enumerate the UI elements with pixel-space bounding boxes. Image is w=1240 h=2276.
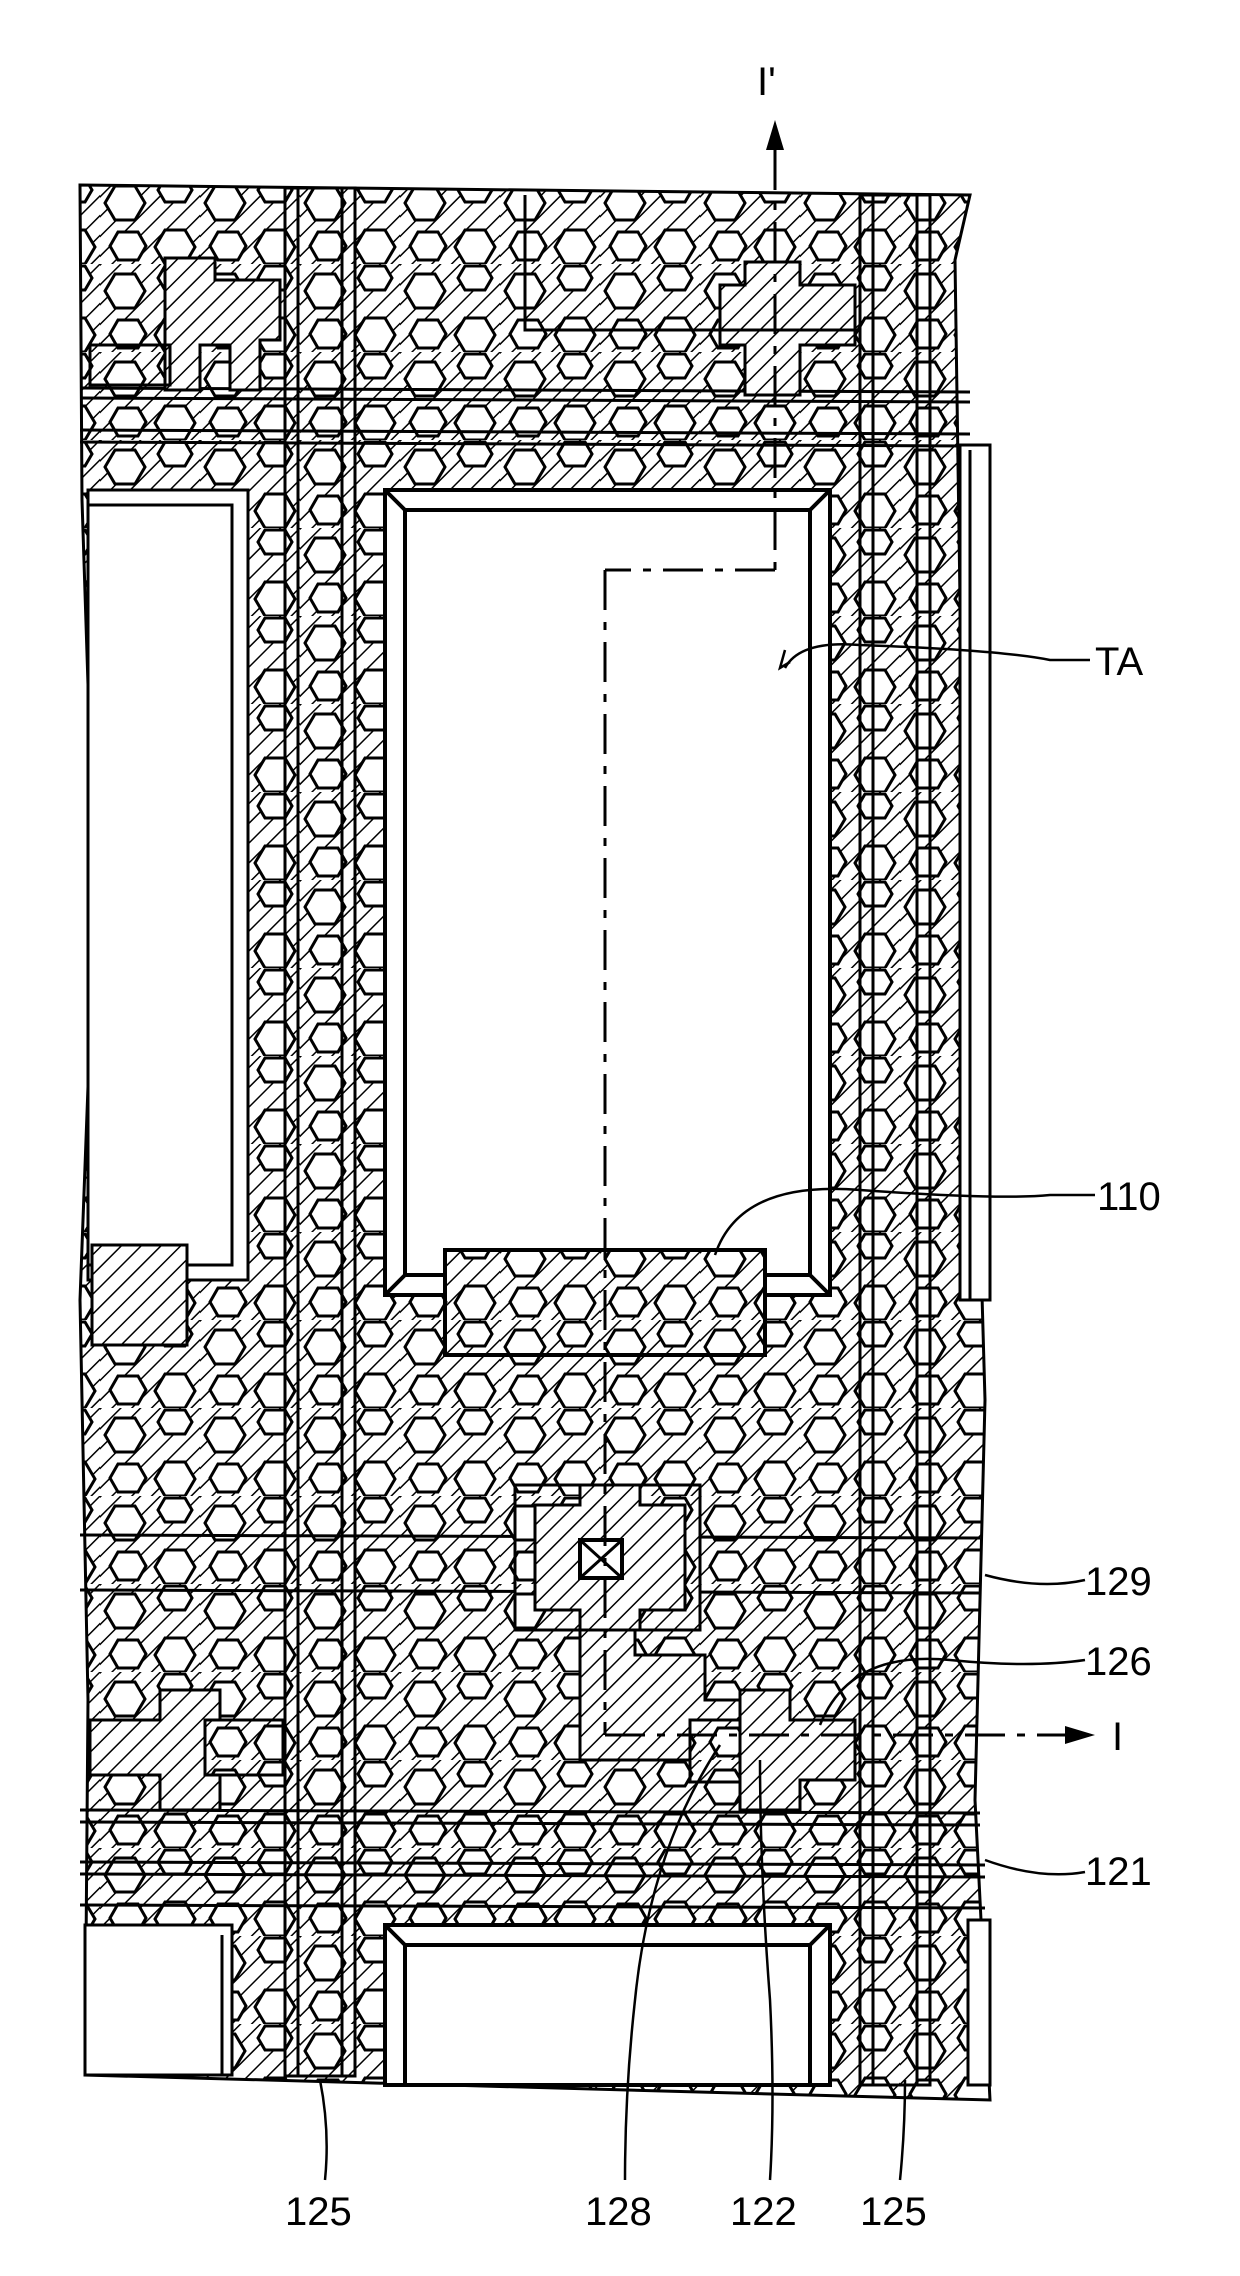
label-section-top: I' [757,60,776,104]
label-129: 129 [1085,1560,1152,1604]
pixel-window-left [88,490,248,1345]
label-ta: TA [1095,640,1143,684]
section-arrow-right [1065,1726,1095,1744]
data-line-right [860,195,930,2085]
label-125-right: 125 [860,2190,927,2234]
label-122: 122 [730,2190,797,2234]
section-arrow-top [766,120,784,190]
label-110: 110 [1097,1175,1161,1219]
data-line-left [285,188,355,2076]
pixel-window-right [960,445,990,1300]
label-125-left: 125 [285,2190,352,2234]
label-126: 126 [1085,1640,1152,1684]
label-section-right: I [1112,1715,1123,1759]
pixel-window-center [385,490,830,1295]
label-128: 128 [585,2190,652,2234]
contact-hole-transistor [515,1485,700,1630]
pixel-window-bottom-right [968,1920,990,2085]
pixel-window-bottom-left [85,1925,232,2075]
pixel-window-bottom-center [385,1925,830,2085]
label-121: 121 [1085,1850,1152,1894]
